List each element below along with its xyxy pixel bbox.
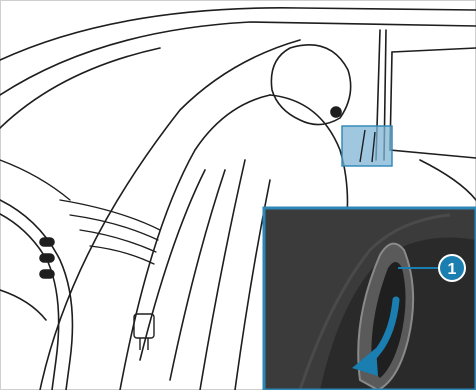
callout-badge: 1 bbox=[439, 255, 465, 281]
dashboard-lines bbox=[0, 160, 160, 264]
headrest-highlight bbox=[342, 126, 392, 166]
steering-wheel bbox=[0, 200, 72, 390]
seat-release-inset bbox=[264, 208, 476, 390]
window-frame bbox=[376, 30, 476, 200]
headrest bbox=[271, 45, 350, 125]
callout-label: 1 bbox=[448, 261, 457, 278]
